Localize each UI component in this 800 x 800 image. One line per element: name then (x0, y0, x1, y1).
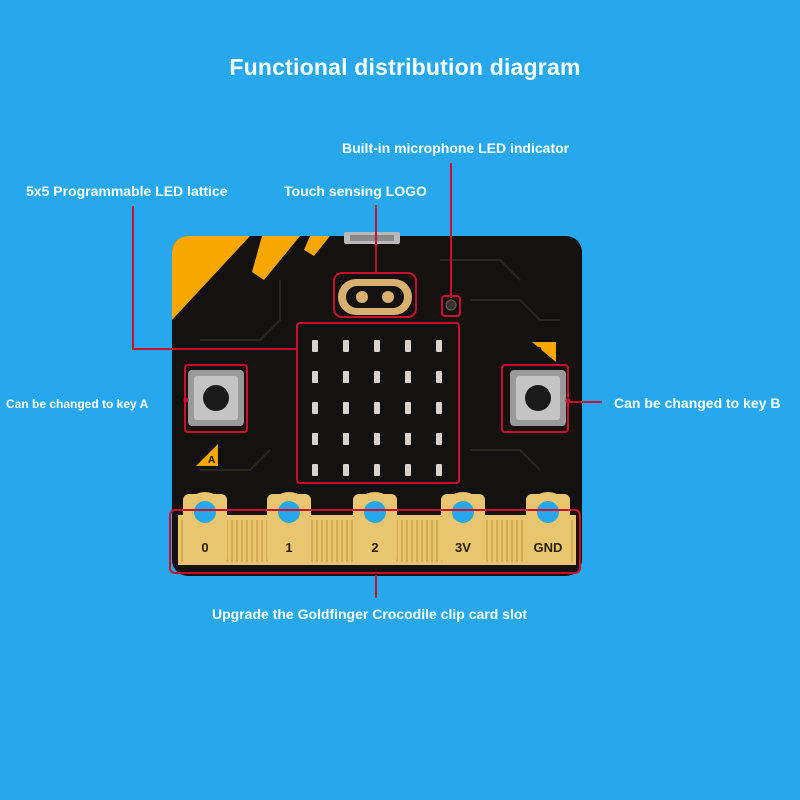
touch-logo (338, 279, 412, 315)
callout-lines (132, 163, 602, 598)
pin-hole-3v (452, 501, 474, 523)
led-3-0 (312, 433, 318, 445)
led-1-1 (343, 371, 349, 383)
pin-hole-2 (364, 501, 386, 523)
led-grid (312, 340, 442, 476)
button-a-marker (196, 444, 218, 466)
led-3-1 (343, 433, 349, 445)
led-0-4 (436, 340, 442, 352)
label-led-lattice: 5x5 Programmable LED lattice (26, 183, 228, 199)
page-title: Functional distribution diagram (229, 54, 581, 80)
led-2-3 (405, 402, 411, 414)
led-1-0 (312, 371, 318, 383)
label-key-b: Can be changed to key B (614, 395, 781, 411)
led-0-1 (343, 340, 349, 352)
pin-hole-gnd (537, 501, 559, 523)
led-4-2 (374, 464, 380, 476)
pin-label-2: 2 (371, 540, 378, 555)
callout-dot-a (183, 397, 189, 403)
accent-stripe (304, 236, 330, 256)
button-b-letter: B (535, 346, 542, 357)
led-4-1 (343, 464, 349, 476)
label-key-a: Can be changed to key A (6, 397, 149, 411)
callout-gold-box (169, 509, 581, 574)
led-3-4 (436, 433, 442, 445)
callout-led-box (296, 322, 460, 484)
label-mic-led: Built-in microphone LED indicator (342, 140, 570, 156)
button-a-letter: A (208, 455, 215, 466)
led-0-3 (405, 340, 411, 352)
pin-label-3v: 3V (455, 540, 471, 555)
led-1-4 (436, 371, 442, 383)
mic-led-indicator (445, 299, 457, 311)
button-b-marker (532, 342, 556, 362)
led-4-3 (405, 464, 411, 476)
led-4-0 (312, 464, 318, 476)
label-touch-logo: Touch sensing LOGO (284, 183, 427, 199)
pin-hole-0 (194, 501, 216, 523)
led-3-3 (405, 433, 411, 445)
led-2-2 (374, 402, 380, 414)
callout-mic-box (441, 295, 461, 317)
pin-label-1: 1 (285, 540, 292, 555)
button-b[interactable] (510, 370, 566, 426)
led-2-0 (312, 402, 318, 414)
pin-label-0: 0 (201, 540, 208, 555)
callout-dot-b (565, 398, 571, 404)
led-2-4 (436, 402, 442, 414)
led-4-4 (436, 464, 442, 476)
led-2-1 (343, 402, 349, 414)
led-0-0 (312, 340, 318, 352)
callout-logo-box (333, 272, 417, 318)
led-1-3 (405, 371, 411, 383)
pin-label-gnd: GND (534, 540, 563, 555)
label-gold-slot: Upgrade the Goldfinger Crocodile clip ca… (212, 606, 528, 622)
button-a[interactable] (188, 370, 244, 426)
pin-row: 0 1 2 3V GND (183, 492, 570, 564)
led-1-2 (374, 371, 380, 383)
pin-hole-1 (278, 501, 300, 523)
accent-stripe (252, 236, 300, 280)
accent-stripe (172, 236, 250, 320)
led-3-2 (374, 433, 380, 445)
led-0-2 (374, 340, 380, 352)
